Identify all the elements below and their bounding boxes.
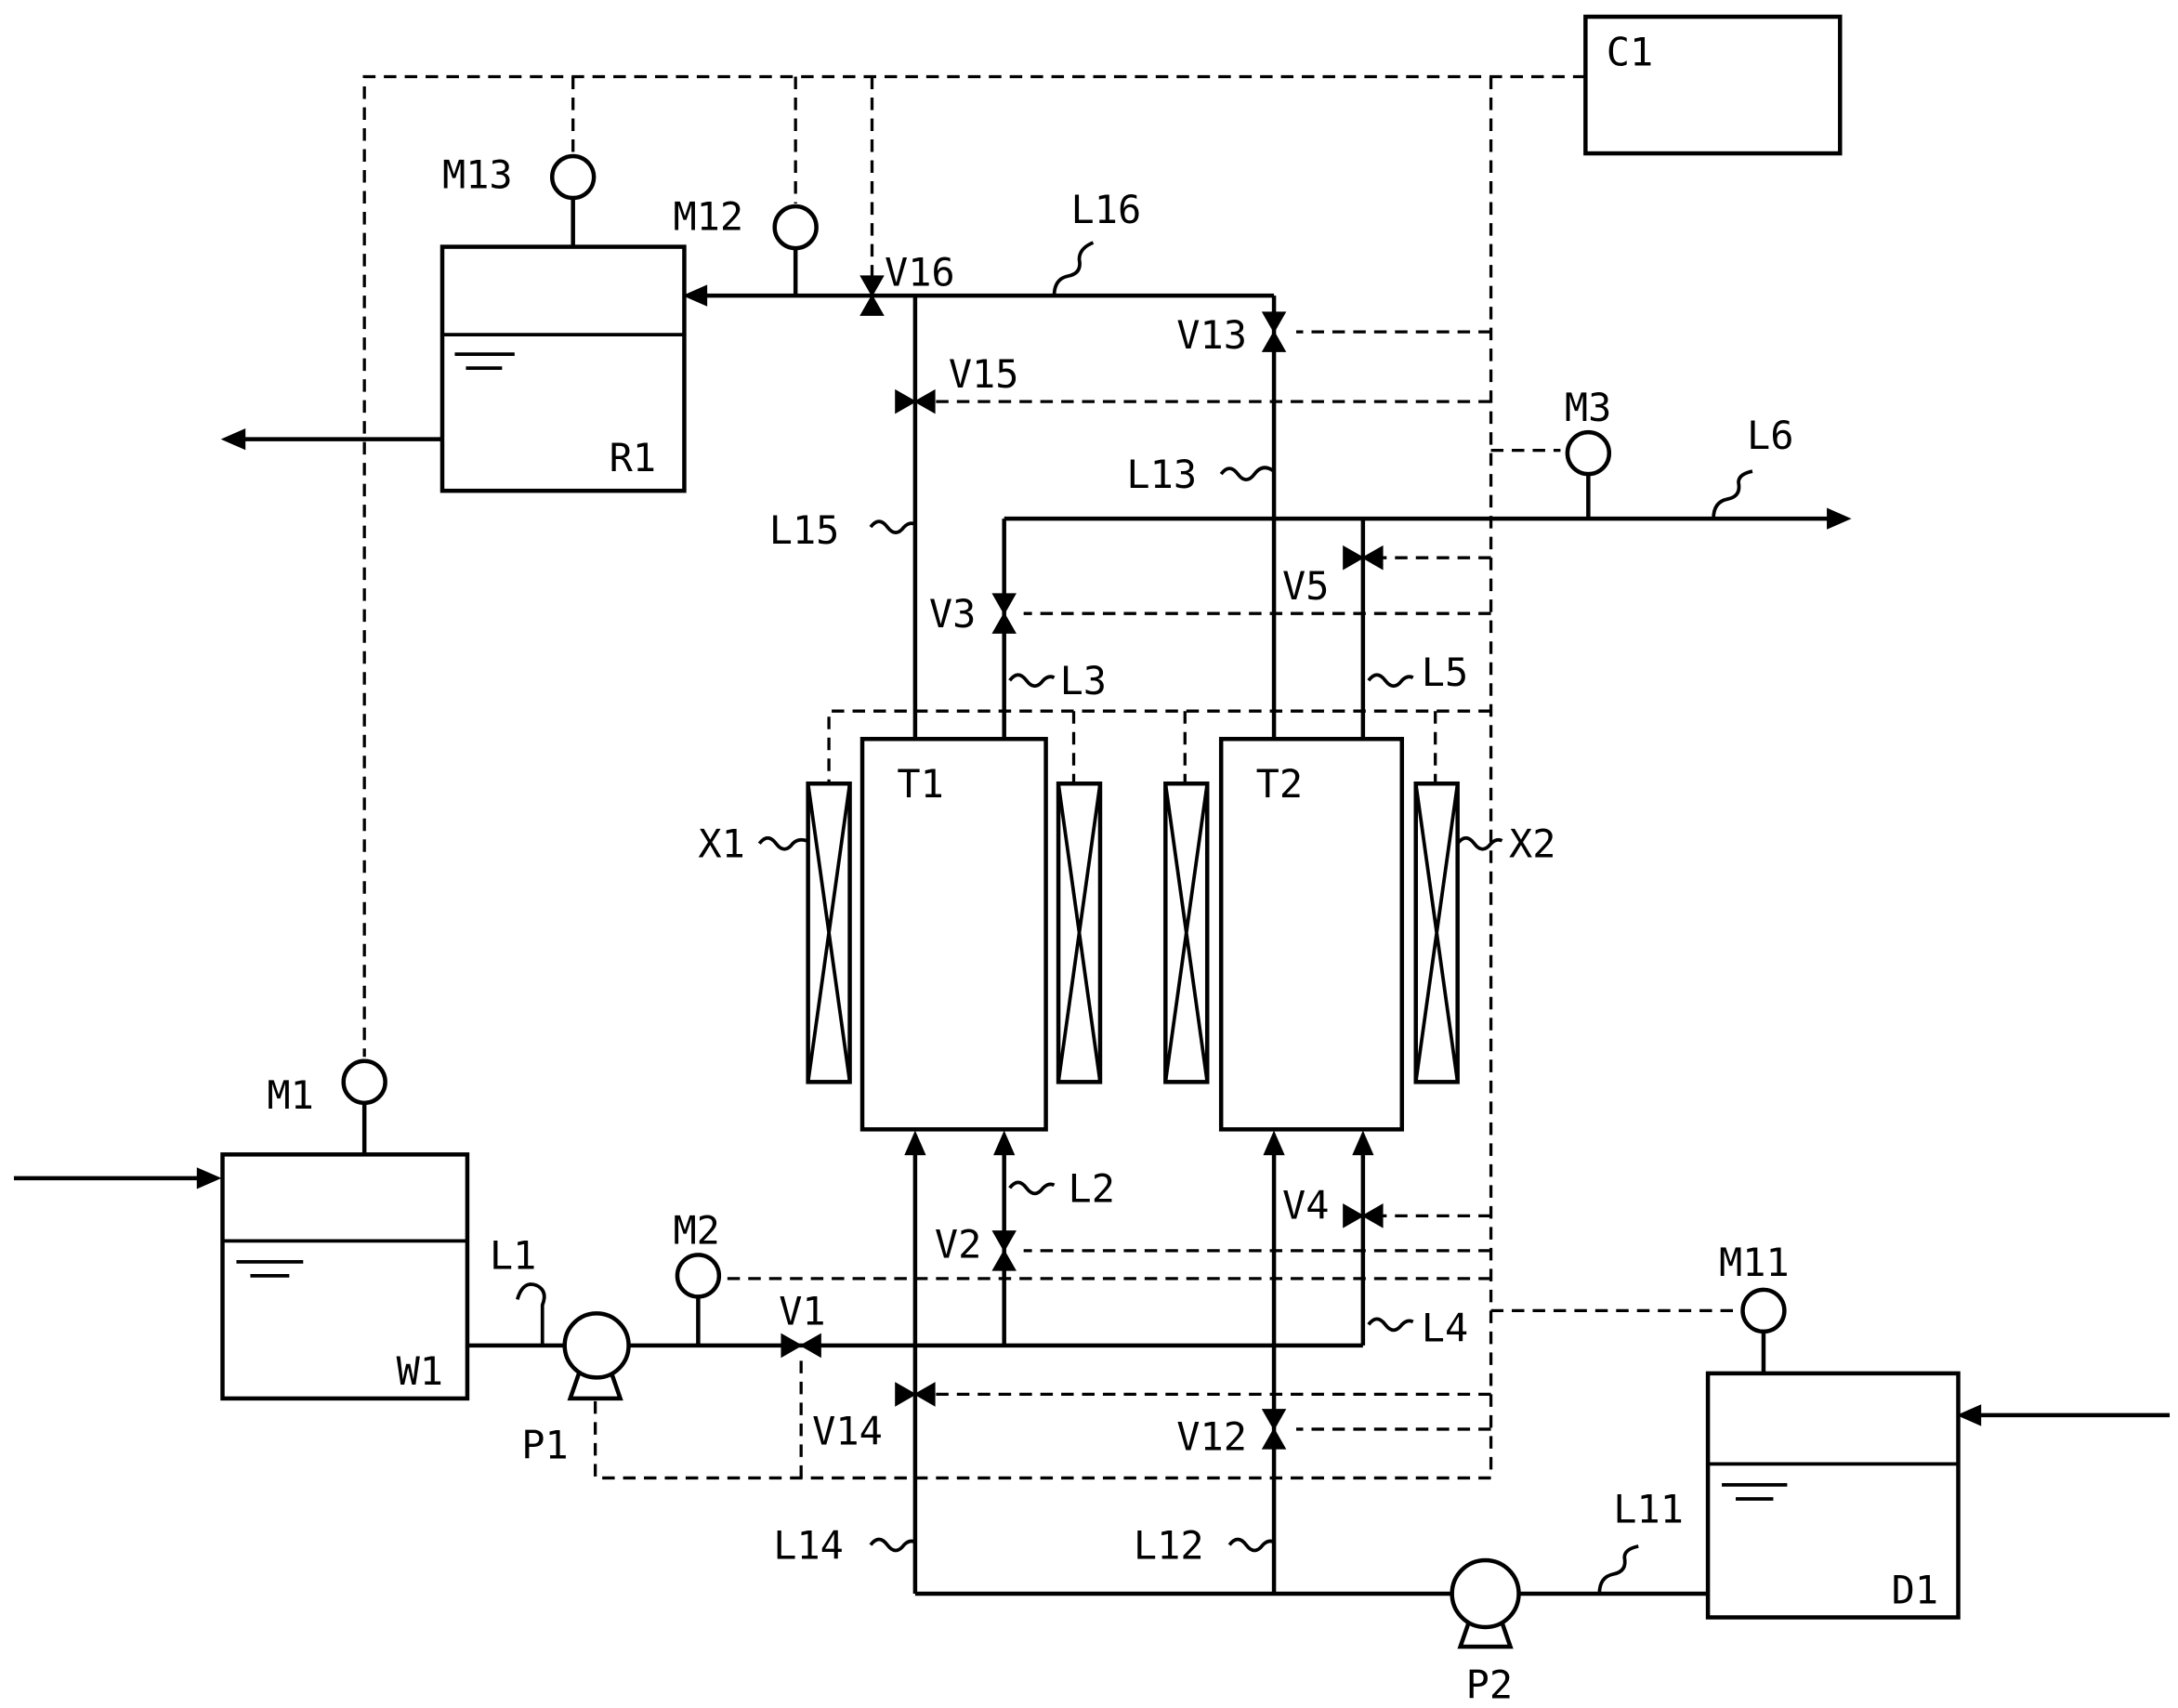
label-m2: M2 [673, 1207, 719, 1253]
label-v14: V14 [812, 1408, 883, 1453]
svg-text:T1: T1 [897, 761, 943, 807]
svg-text:D1: D1 [1892, 1567, 1938, 1612]
column-t2: T2 [1218, 736, 1405, 1132]
label-v4: V4 [1282, 1182, 1329, 1228]
meter-m13-icon [549, 153, 597, 201]
label-v5: V5 [1282, 563, 1329, 609]
meter-m11-icon [1740, 1287, 1787, 1334]
label-x2: X2 [1509, 821, 1555, 867]
label-l14: L14 [773, 1522, 844, 1568]
label-v3: V3 [929, 591, 976, 637]
valve-v13-icon [1261, 311, 1287, 352]
label-v12: V12 [1176, 1413, 1247, 1459]
meter-m3-icon [1565, 429, 1612, 477]
svg-text:W1: W1 [397, 1348, 443, 1394]
heater-x1 [806, 781, 1103, 1084]
pump-p2 [1450, 1557, 1521, 1649]
tank-d1: D1 [1705, 1371, 1961, 1620]
meter-m2-icon [675, 1253, 722, 1299]
label-v16: V16 [885, 250, 955, 296]
valve-v4-icon [1343, 1203, 1384, 1228]
label-l2: L2 [1069, 1165, 1115, 1211]
label-v2: V2 [935, 1221, 981, 1267]
control-signal-lines [362, 74, 1737, 1480]
valve-v5-icon [1343, 545, 1384, 571]
svg-text:C1: C1 [1607, 29, 1653, 74]
label-m1: M1 [267, 1072, 313, 1118]
pump-p1 [562, 1311, 631, 1401]
label-p2: P2 [1466, 1662, 1513, 1707]
label-m3: M3 [1565, 385, 1611, 430]
label-v15: V15 [949, 351, 1019, 397]
process-pipes [13, 284, 2171, 1596]
tank-r1: R1 [440, 244, 687, 493]
tank-w1: W1 [220, 1152, 470, 1401]
valve-v14-icon [895, 1382, 936, 1407]
label-l12: L12 [1134, 1522, 1204, 1568]
label-l1: L1 [490, 1232, 536, 1278]
label-l4: L4 [1422, 1305, 1468, 1350]
label-m12: M12 [673, 194, 743, 240]
label-l15: L15 [769, 507, 840, 553]
svg-text:T2: T2 [1256, 761, 1303, 807]
svg-text:R1: R1 [610, 435, 656, 480]
valve-v2-icon [991, 1230, 1017, 1271]
label-m11: M11 [1719, 1240, 1790, 1285]
label-l3: L3 [1060, 658, 1107, 703]
instrument-stems [361, 198, 1766, 1373]
meter-m1-icon [341, 1058, 387, 1106]
label-l6: L6 [1747, 413, 1793, 458]
valve-v15-icon [895, 388, 936, 414]
controller-c1: C1 [1583, 14, 1843, 156]
heater-x2 [1163, 781, 1460, 1084]
meter-m12-icon [772, 204, 819, 251]
column-t1: T1 [859, 736, 1048, 1132]
component-labels: M13 M12 V16 L16 V13 V15 M3 L6 L13 L15 V5… [267, 152, 1793, 1708]
label-v1: V1 [779, 1288, 825, 1334]
label-m13: M13 [442, 152, 513, 198]
label-v13: V13 [1176, 312, 1247, 358]
label-l5: L5 [1422, 650, 1468, 695]
valve-v3-icon [991, 593, 1017, 634]
valve-v1-icon [781, 1333, 821, 1359]
label-leaders [516, 241, 1753, 1595]
valve-v16-icon [859, 275, 885, 316]
label-l11: L11 [1613, 1486, 1684, 1531]
label-l16: L16 [1071, 187, 1142, 232]
valve-icons [781, 275, 1384, 1450]
valve-v12-icon [1261, 1409, 1287, 1450]
label-l13: L13 [1126, 452, 1197, 497]
meter-icons [341, 153, 1787, 1334]
label-x1: X1 [698, 821, 744, 867]
label-p1: P1 [521, 1422, 568, 1467]
